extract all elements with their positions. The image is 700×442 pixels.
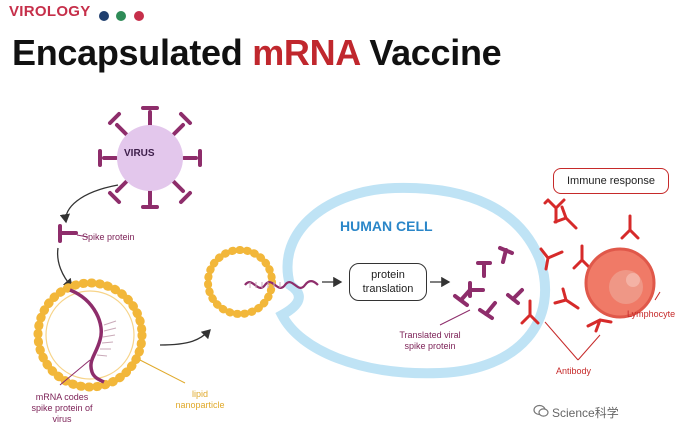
lymphocyte bbox=[586, 249, 654, 317]
lipid-leader-line bbox=[140, 360, 185, 383]
lymphocyte-leader bbox=[655, 292, 660, 300]
translated-line2: spike protein bbox=[380, 341, 480, 352]
antibody-pointer-2 bbox=[578, 335, 600, 360]
translated-spike-label: Translated viral spike protein bbox=[380, 330, 480, 352]
arrow-spike-to-nanoparticle bbox=[58, 248, 72, 287]
mrna-codes-line1: mRNA codes bbox=[22, 392, 102, 403]
mrna-codes-line2: spike protein of bbox=[22, 403, 102, 414]
mrna-codes-label: mRNA codes spike protein of virus bbox=[22, 392, 102, 425]
protein-translation-line1: protein bbox=[350, 268, 426, 282]
mrna-codes-line3: virus bbox=[22, 414, 102, 425]
protein-translation-line2: translation bbox=[350, 282, 426, 296]
protein-translation-box: protein translation bbox=[349, 263, 427, 301]
arrow-virus-to-spike bbox=[66, 185, 118, 222]
arrow-to-entry bbox=[160, 330, 210, 345]
virus-label: VIRUS bbox=[124, 148, 155, 159]
translated-leader-line bbox=[440, 310, 470, 325]
human-cell-label: HUMAN CELL bbox=[340, 218, 433, 234]
lymphocyte-label: Lymphocyte bbox=[627, 309, 675, 320]
lipid-line2: nanoparticle bbox=[160, 400, 240, 411]
wechat-icon bbox=[533, 404, 549, 418]
spike-protein-label: Spike protein bbox=[82, 232, 135, 243]
translated-spike-proteins bbox=[455, 248, 522, 318]
lipid-line1: lipid bbox=[160, 389, 240, 400]
antibody-label: Antibody bbox=[556, 366, 591, 377]
lipid-nanoparticle-label: lipid nanoparticle bbox=[160, 389, 240, 411]
translated-line1: Translated viral bbox=[380, 330, 480, 341]
watermark-text: Science科学 bbox=[552, 404, 619, 421]
spike-protein-icon bbox=[60, 226, 76, 241]
antibody-pointer-1 bbox=[545, 322, 578, 360]
immune-response-box: Immune response bbox=[553, 168, 669, 194]
mrna-strand bbox=[70, 290, 104, 382]
